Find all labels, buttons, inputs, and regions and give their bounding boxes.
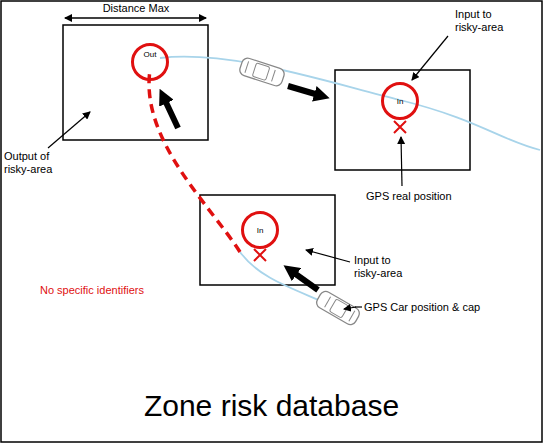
risk-zone-box — [200, 195, 335, 285]
gps-cross — [254, 249, 266, 261]
leader-line — [306, 250, 350, 262]
heading-arrow — [288, 86, 322, 96]
dashed-path — [149, 70, 240, 252]
trajectory-line — [160, 57, 540, 150]
annotation-label: Input to risky-area — [455, 8, 521, 34]
zone-label: Out — [134, 50, 166, 59]
zone-label: In — [244, 226, 276, 235]
annotation-label: Input to risky-area — [354, 254, 420, 280]
risk-zone-box — [335, 70, 470, 170]
annotation-label: GPS real position — [366, 190, 486, 203]
car-icon — [238, 57, 285, 88]
annotation-label: GPS Car position & cap — [364, 301, 534, 314]
risk-zone-box — [63, 25, 208, 140]
leader-line — [48, 112, 90, 148]
dimension-arrow — [65, 17, 206, 19]
diagram-title: Zone risk database — [144, 388, 399, 424]
heading-arrow — [163, 96, 178, 128]
gps-cross — [394, 121, 406, 133]
zone-label: In — [384, 97, 416, 106]
zone-circle: In — [381, 82, 419, 120]
car-icon — [314, 289, 361, 327]
annotation-label: No specific identifiers — [40, 284, 200, 297]
annotation-label: Distance Max — [100, 2, 172, 15]
heading-arrow — [290, 270, 318, 290]
annotation-label: Output of risky-area — [4, 150, 64, 176]
leader-line — [344, 307, 356, 309]
zone-circle: Out — [131, 43, 169, 81]
leader-line — [401, 137, 402, 186]
zone-circle: In — [241, 211, 279, 249]
leader-line — [412, 36, 448, 80]
